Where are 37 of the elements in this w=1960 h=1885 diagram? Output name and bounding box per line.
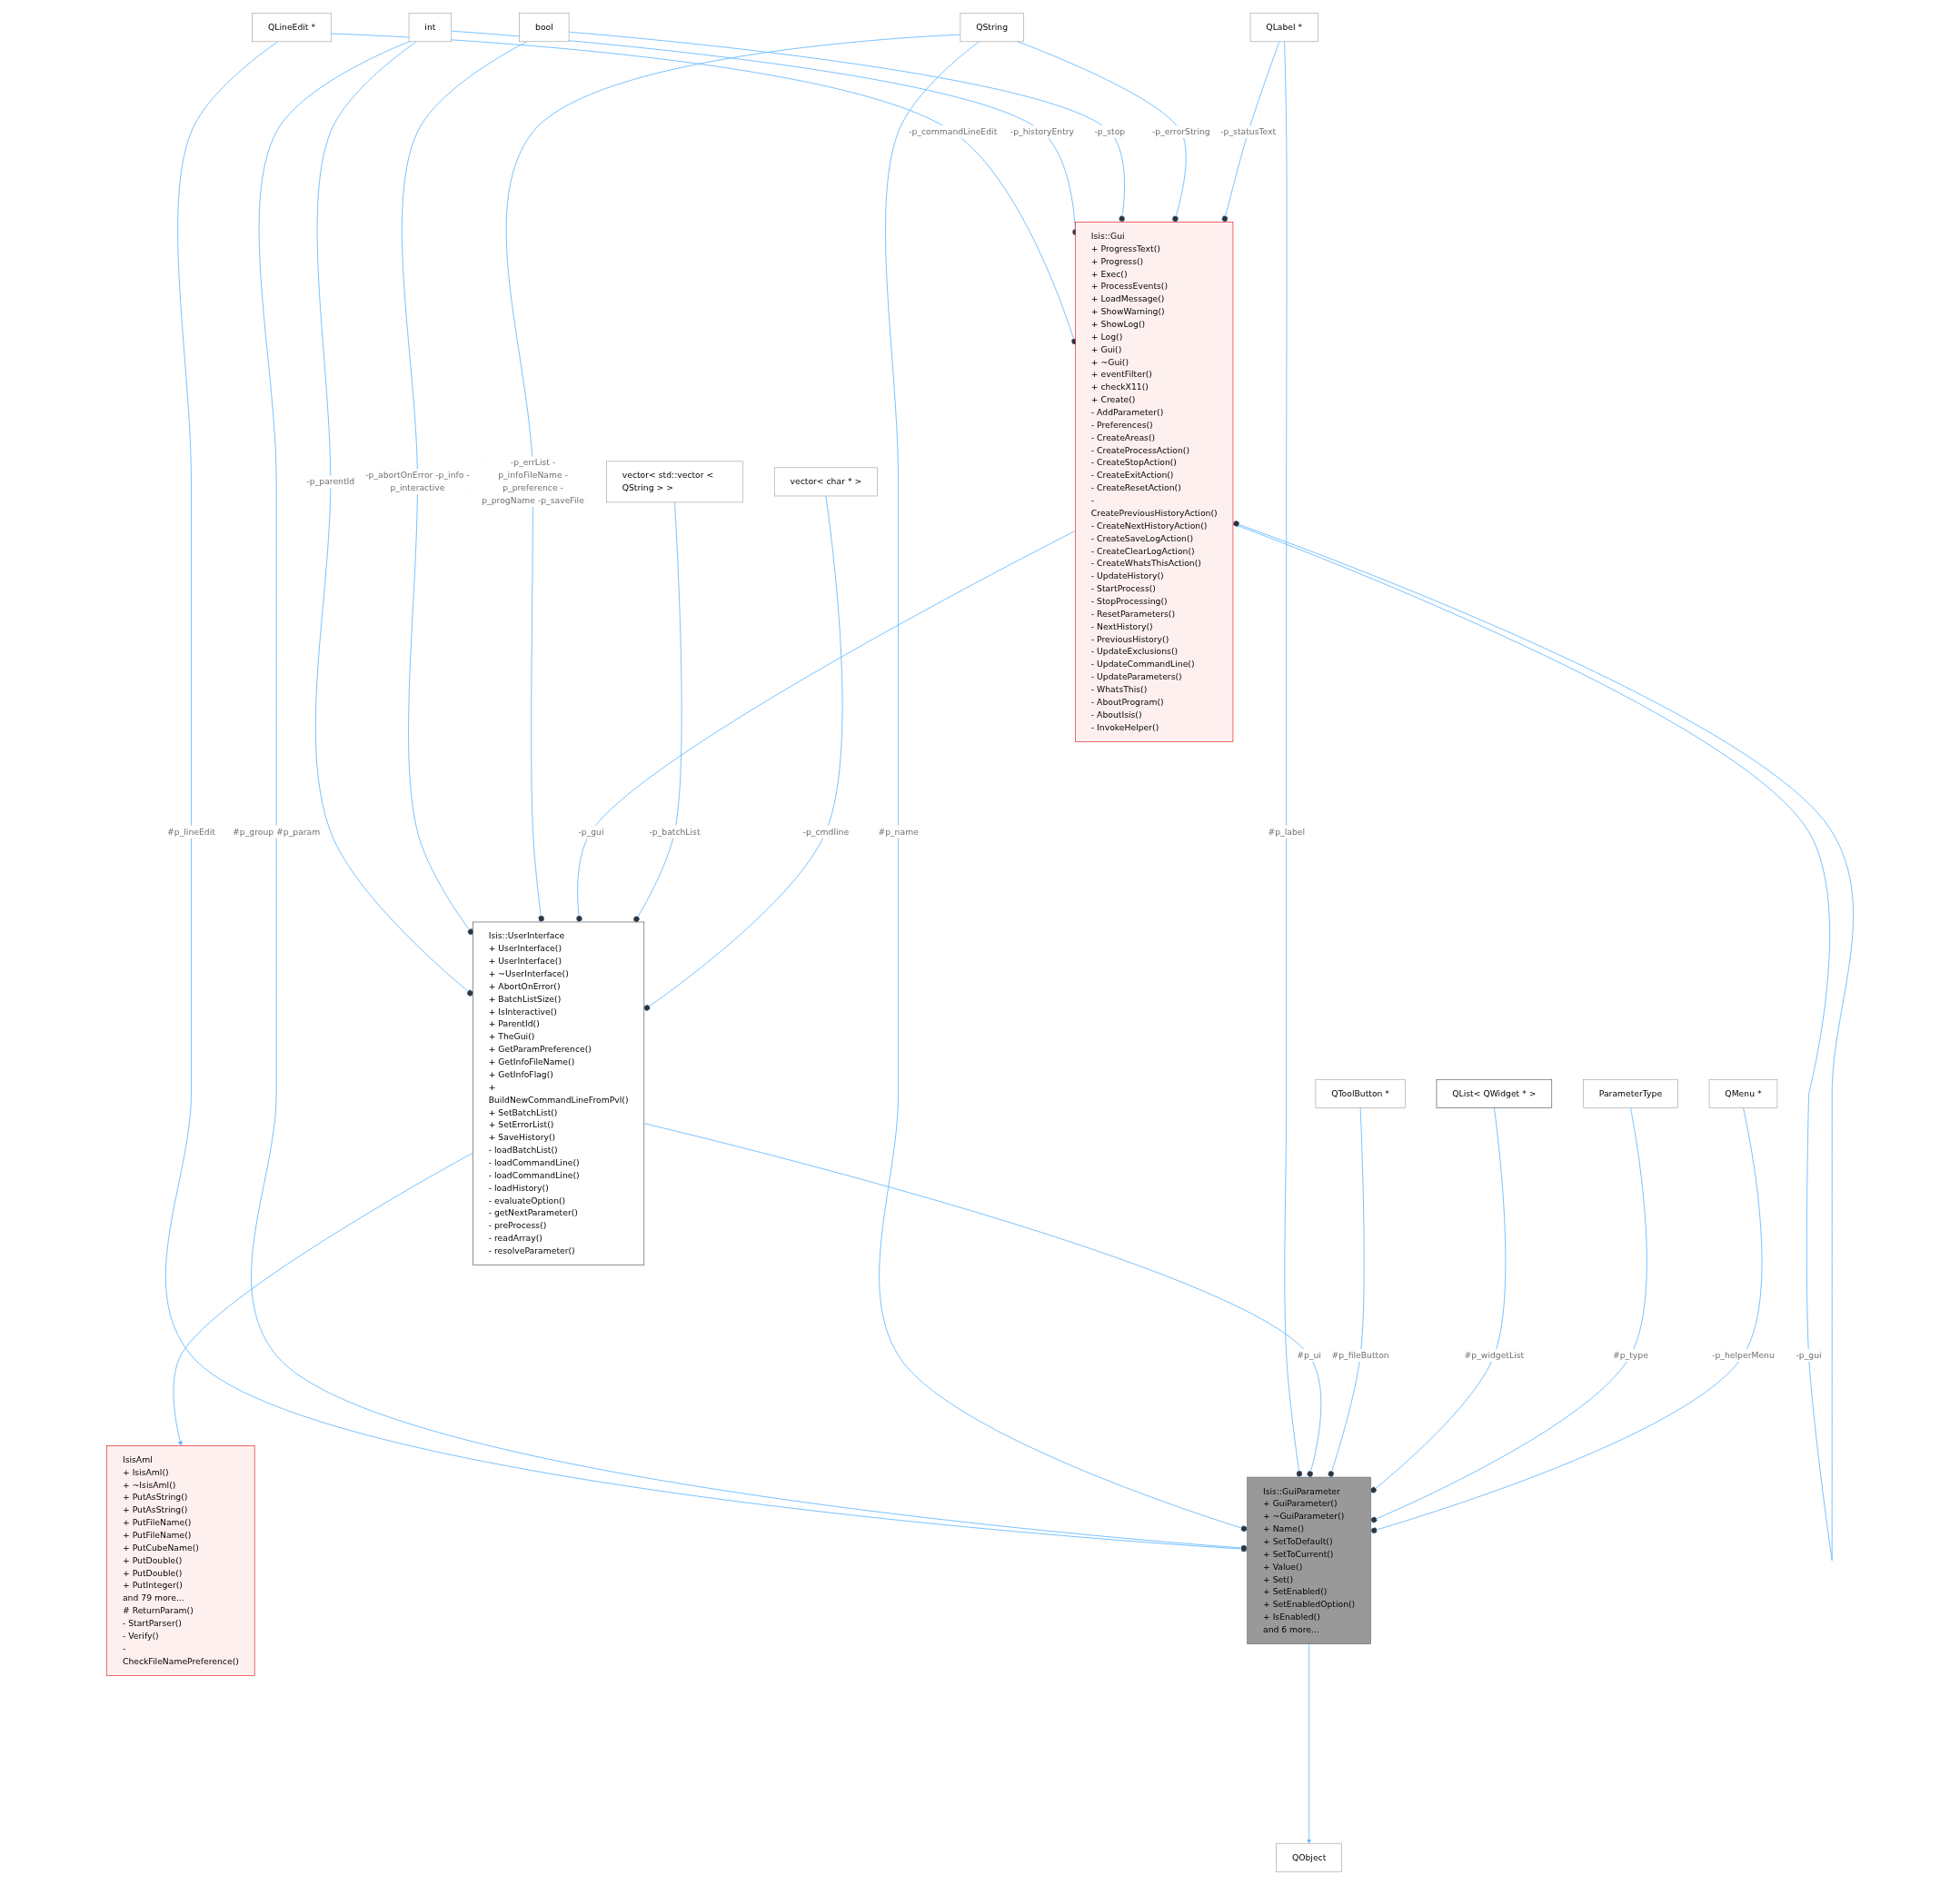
- edge-label: -p_errorString: [1151, 126, 1210, 137]
- node-box: ParameterType: [1583, 1078, 1678, 1108]
- node-box: bool: [519, 13, 570, 43]
- node-box: vector< std::vector < QString > >: [606, 461, 743, 503]
- node-box: QMenu *: [1708, 1078, 1778, 1108]
- edge-label: -p_parentId: [306, 476, 355, 487]
- edge-label: -p_errList -p_infoFileName -p_preference -p_progName -p_saveFile: [482, 457, 584, 506]
- node-box: Isis::GuiParameter + GuiParameter() + ~GuiParameter() + Name() + SetToDefault() + SetToCurrent() + Value() + Set() + SetEnabled() + SetEnabledOption() + IsEnabled() and 6 more...: [1247, 1476, 1371, 1644]
- node-box: IsisAml + IsisAml() + ~IsisAml() + PutAsString() + PutAsString() + PutFileName() + PutFileName() + PutCubeName() + PutDouble() + PutDouble() + PutInteger() and 79 more... # ReturnParam() - StartParser() - Verify() - CheckFileNamePreference(): [106, 1445, 255, 1676]
- node-box: Isis::UserInterface + UserInterface() + UserInterface() + ~UserInterface() + AbortOnError() + BatchListSize() + IsInteractive() + ParentId() + TheGui() + GetParamPreference() + GetInfoFileName() + GetInfoFlag() + BuildNewCommandLineFromPvl() + SetBatchList() + SetErrorList() + SaveHistory() - loadBatchList() - loadCommandLine() - loadCommandLine() - loadHistory() - evaluateOption() - getNextParameter() - preProcess() - readArray() - resolveParameter(): [472, 921, 644, 1265]
- node-box: QObject: [1276, 1842, 1342, 1872]
- node-box: vector< char * >: [773, 467, 878, 497]
- edge-label: #p_lineEdit: [166, 826, 215, 837]
- node-box: QLineEdit *: [252, 13, 332, 43]
- node-box: QList< QWidget * >: [1436, 1078, 1552, 1108]
- edge-label: -p_commandLineEdit: [909, 126, 998, 137]
- node-box: int: [408, 13, 452, 43]
- edge-label: -p_gui: [578, 826, 604, 837]
- node-box: QToolButton *: [1315, 1078, 1406, 1108]
- edge-label: -p_helperMenu: [1712, 1350, 1775, 1361]
- node-box: QLabel *: [1249, 13, 1318, 43]
- edge-label: #p_group #p_param: [232, 826, 321, 837]
- edge-label: #p_name: [878, 826, 919, 837]
- edge-label: #p_fileButton: [1331, 1350, 1389, 1361]
- node-box: Isis::Gui + ProgressText() + Progress() + Exec() + ProcessEvents() + LoadMessage() + ShowWarning() + ShowLog() + Log() + Gui() + ~Gui() + eventFilter() + checkX11() + Create() - AddParameter() - Preferences() - CreateAreas() - CreateProcessAction() - CreateStopAction() - CreateExitAction() - CreateResetAction() - CreatePreviousHistoryAction() - CreateNextHistoryAction() - CreateSaveLogAction() - CreateClearLogAction() - CreateWhatsThisAction() - UpdateHistory() - StartProcess() - StopProcessing() - ResetParameters() - NextHistory() - PreviousHistory() - UpdateExclusions() - UpdateCommandLine() - UpdateParameters() - WhatsThis() - AboutProgram() - AboutIsis() - InvokeHelper(): [1075, 222, 1234, 742]
- edge-label: -p_gui: [1796, 1350, 1822, 1361]
- edge-label: -p_cmdline: [802, 826, 849, 837]
- edge-label: -p_abortOnError -p_info -p_interactive: [365, 470, 470, 493]
- edge-label: #p_type: [1612, 1350, 1648, 1361]
- edge-label: -p_stop: [1094, 126, 1126, 137]
- edge-label: -p_statusText: [1220, 126, 1277, 137]
- edge-label: #p_widgetList: [1464, 1350, 1525, 1361]
- edge-label: #p_ui: [1297, 1350, 1321, 1361]
- edge-label: -p_historyEntry: [1010, 126, 1074, 137]
- node-box: QString: [960, 13, 1024, 43]
- edge-label: -p_batchList: [649, 826, 701, 837]
- edge-label: #p_label: [1268, 826, 1305, 837]
